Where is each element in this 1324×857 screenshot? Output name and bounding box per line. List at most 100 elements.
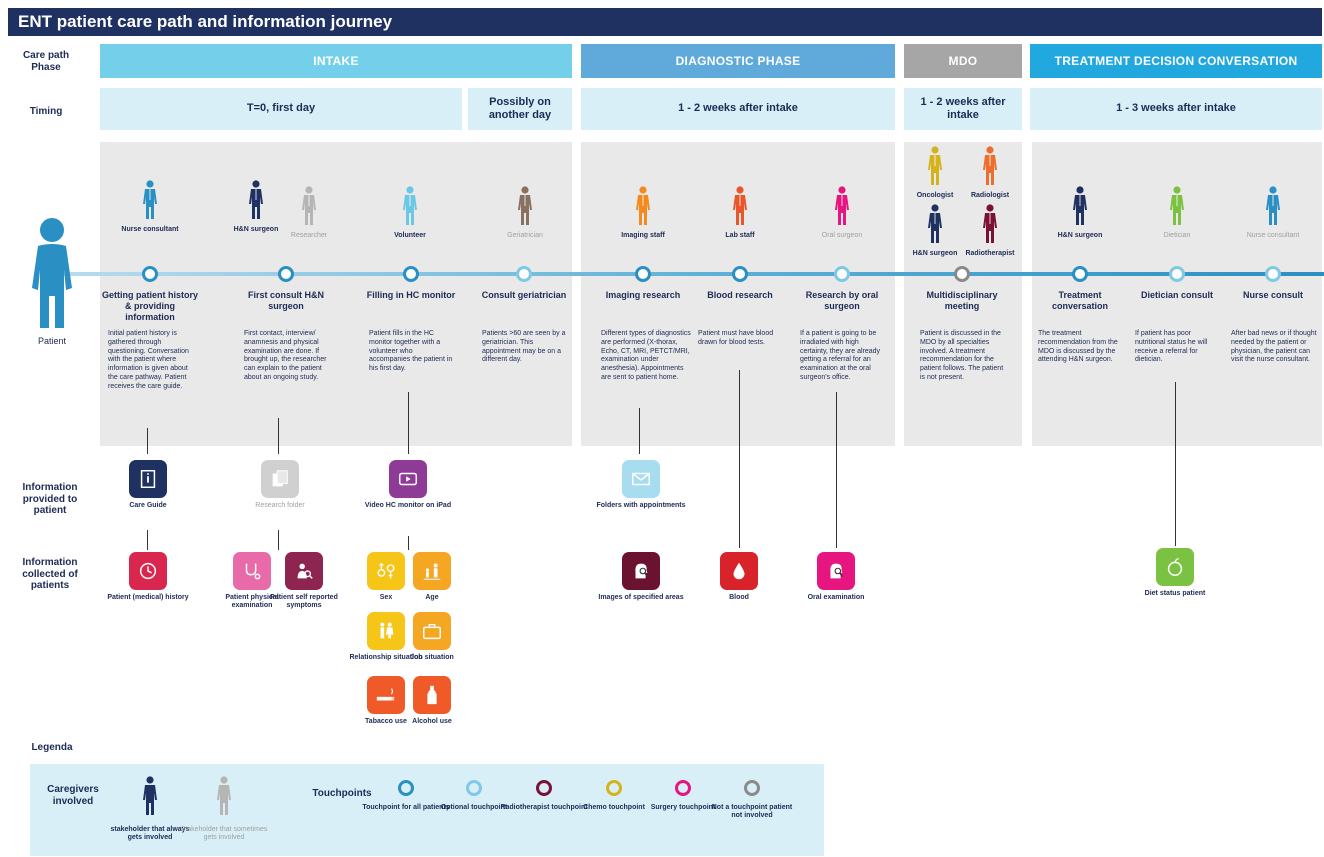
folder-icon: [261, 460, 299, 498]
stakeholder-person-icon: [982, 146, 998, 186]
legend-touchpoint-label: Surgery touchpoint: [650, 804, 716, 811]
touchpoint-description: Patients >60 are seen by a geriatrician.…: [482, 330, 566, 364]
touchpoint-marker: [403, 266, 419, 282]
touchpoint-name: Research by oral surgeon: [805, 290, 879, 311]
head-scan-icon: [622, 552, 660, 590]
timing-treatment: 1 - 3 weeks after intake: [1030, 88, 1322, 130]
connector-line: [1175, 382, 1176, 546]
legend-box: [30, 764, 824, 856]
connector-line: [147, 530, 148, 550]
legend-sometimes-label: Stakeholder that sometimes gets involved: [180, 826, 268, 842]
legend-touchpoint-ring: [398, 780, 414, 796]
stethoscope-icon: [233, 552, 271, 590]
cigarette-icon: [367, 676, 405, 714]
legend-caregivers-title: Caregivers involved: [47, 784, 99, 807]
touchpoint-marker: [954, 266, 970, 282]
stakeholder-person-icon: [248, 180, 264, 220]
phase-treatment-decision: TREATMENT DECISION CONVERSATION: [1030, 44, 1322, 78]
stakeholder-label: Radiologist: [970, 192, 1010, 199]
stakeholder-label: Nurse consultant: [121, 226, 179, 233]
stakeholder-label: Geriatrician: [507, 232, 543, 239]
timing-mdo: 1 - 2 weeks after intake: [904, 88, 1022, 130]
info-collected-label: Blood: [729, 594, 749, 601]
phase-diagnostic: DIAGNOSTIC PHASE: [581, 44, 895, 78]
touchpoint-marker: [142, 266, 158, 282]
age-icon: [413, 552, 451, 590]
gender-icon: [367, 552, 405, 590]
touchpoint-marker: [1169, 266, 1185, 282]
touchpoint-name: First consult H&N surgeon: [247, 290, 324, 311]
stakeholder-label: Imaging staff: [621, 232, 665, 239]
info-collected-label: Patient (medical) history: [107, 594, 189, 601]
stakeholder-label: Oral surgeon: [821, 232, 863, 239]
info-collected-label: Tabacco use: [365, 718, 407, 725]
touchpoint-name: Filling in HC monitor: [366, 290, 456, 300]
stakeholder-label: H&N surgeon: [1057, 232, 1103, 239]
legend-touchpoint-ring: [606, 780, 622, 796]
info-collected-label: Oral examination: [807, 594, 865, 601]
touchpoint-marker: [516, 266, 532, 282]
magnifier-person-icon: [285, 552, 323, 590]
stakeholder-person-icon: [1169, 186, 1185, 226]
connector-line: [836, 392, 837, 548]
legend-touchpoint-ring: [536, 780, 552, 796]
row-label-info-collected: Information collected of patients: [22, 557, 78, 591]
stakeholder-label: Oncologist: [916, 192, 954, 199]
stakeholder-person-icon: [834, 186, 850, 226]
connector-line: [408, 536, 409, 550]
stakeholder-label: H&N surgeon: [233, 226, 279, 233]
blood-drop-icon: [720, 552, 758, 590]
stakeholder-label: Lab staff: [725, 232, 755, 239]
legend-touchpoint-label: Not a touchpoint patient not involved: [711, 804, 793, 820]
connector-line: [639, 408, 640, 454]
info-collected-label: Patient self reported symptoms: [270, 594, 338, 610]
mail-icon: [622, 460, 660, 498]
touchpoint-marker: [278, 266, 294, 282]
stakeholder-label: Dietician: [1163, 232, 1191, 239]
info-collected-label: Age: [425, 594, 439, 601]
legend-touchpoint-label: Touchpoint for all patients: [362, 804, 450, 811]
connector-line: [278, 530, 279, 550]
legend-touchpoint-ring: [466, 780, 482, 796]
row-label-legenda: Legenda: [31, 742, 73, 753]
connector-line: [147, 428, 148, 454]
touchpoint-description: The treatment recommendation from the MD…: [1038, 330, 1118, 364]
person-icon: [142, 776, 158, 816]
panel-intake: [100, 142, 572, 446]
briefcase-icon: [413, 612, 451, 650]
touchpoint-description: Patient is discussed in the MDO by all s…: [920, 330, 1004, 381]
touchpoint-description: Different types of diagnostics are perfo…: [601, 330, 691, 381]
touchpoint-description: Initial patient history is gathered thro…: [108, 330, 189, 390]
row-label-info-provided: Information provided to patient: [22, 482, 78, 516]
title-bar: [8, 8, 1322, 36]
stakeholder-person-icon: [732, 186, 748, 226]
info-collected-label: Job situation: [410, 654, 454, 661]
timing-diagnostic: 1 - 2 weeks after intake: [581, 88, 895, 130]
info-provided-label: Folders with appointments: [596, 502, 686, 509]
info-provided-label: Video HC monitor on iPad: [364, 502, 452, 509]
info-collected-label: Images of specified areas: [598, 594, 684, 601]
stakeholder-person-icon: [982, 204, 998, 244]
touchpoint-description: After bad news or if thought needed by t…: [1231, 330, 1317, 364]
touchpoint-description: If patient has poor nutritional status h…: [1135, 330, 1208, 364]
video-icon: [389, 460, 427, 498]
touchpoint-name: Nurse consult: [1242, 290, 1303, 300]
touchpoint-name: Multidisciplinary meeting: [926, 290, 998, 311]
touchpoint-name: Imaging research: [605, 290, 681, 300]
stakeholder-person-icon: [635, 186, 651, 226]
touchpoint-name: Getting patient history & providing info…: [101, 290, 198, 322]
info-collected-label: Diet status patient: [1144, 590, 1206, 597]
touchpoint-name: Dietician consult: [1140, 290, 1213, 300]
stakeholder-label: Nurse consultant: [1246, 232, 1300, 239]
touchpoint-marker: [834, 266, 850, 282]
legend-touchpoint-ring: [744, 780, 760, 796]
stakeholder-person-icon: [927, 146, 943, 186]
legend-touchpoint-label: Chemo touchpoint: [583, 804, 645, 811]
info-collected-label: Relationship situation: [349, 654, 423, 661]
info-collected-label: Alcohol use: [412, 718, 452, 725]
touchpoint-name: Blood research: [707, 290, 773, 300]
head-scan-icon: [817, 552, 855, 590]
row-label-patient: Patient: [37, 336, 67, 346]
stakeholder-person-icon: [1265, 186, 1281, 226]
stakeholder-person-icon: [517, 186, 533, 226]
